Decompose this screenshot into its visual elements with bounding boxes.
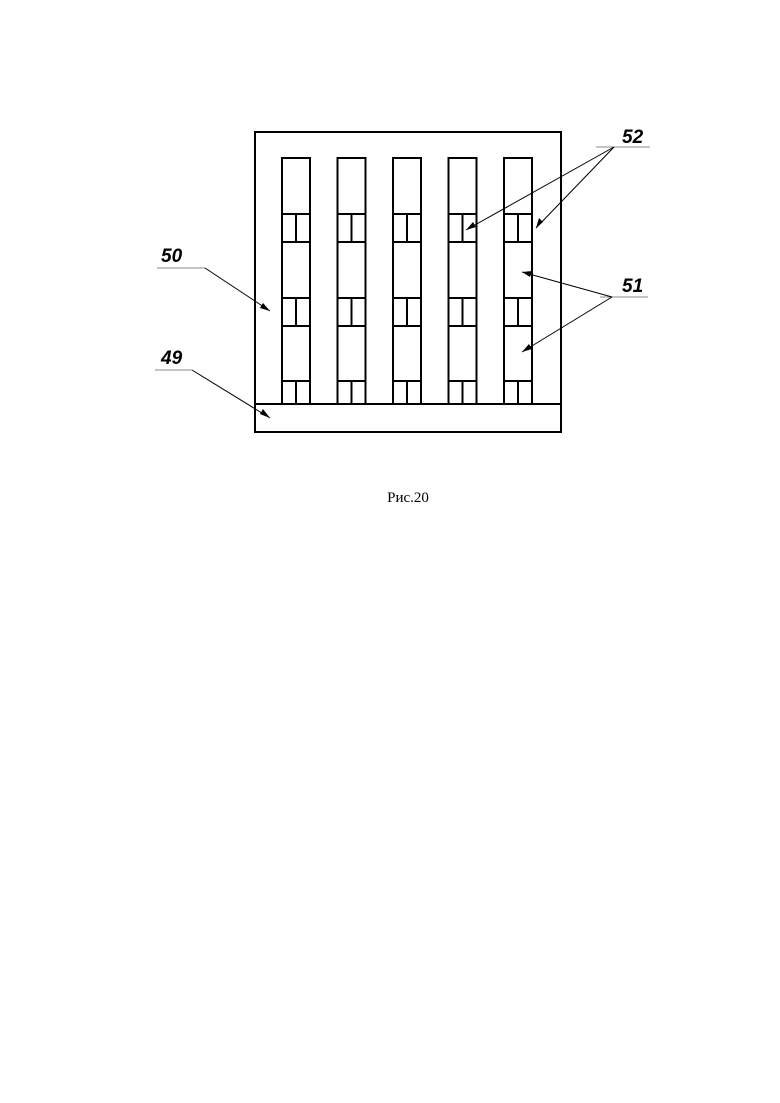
columns-group xyxy=(282,158,532,404)
leader-51-a xyxy=(522,272,612,297)
label-50: 50 xyxy=(161,246,183,267)
arrowhead-51-b xyxy=(522,344,532,352)
arrowhead-52-a xyxy=(466,222,476,230)
column-2 xyxy=(338,158,366,404)
arrowhead-49 xyxy=(260,409,270,418)
column-4 xyxy=(449,158,477,404)
base-strip xyxy=(255,404,561,432)
arrowhead-50 xyxy=(260,303,270,311)
outer-frame xyxy=(255,132,561,404)
leader-52-a xyxy=(466,147,614,230)
label-51: 51 xyxy=(622,276,643,297)
label-52: 52 xyxy=(622,127,644,148)
leader-52-b xyxy=(536,147,614,228)
arrowhead-52-b xyxy=(536,218,543,228)
leader-51-b xyxy=(522,297,612,352)
leader-50 xyxy=(205,268,270,311)
figure-caption: Рис.20 xyxy=(0,490,780,507)
column-1 xyxy=(282,158,310,404)
arrowheads xyxy=(260,218,543,418)
leader-49 xyxy=(192,370,270,418)
column-3 xyxy=(393,158,421,404)
label-49: 49 xyxy=(160,348,183,369)
arrowhead-51-a xyxy=(522,271,532,277)
leader-lines xyxy=(155,147,650,418)
